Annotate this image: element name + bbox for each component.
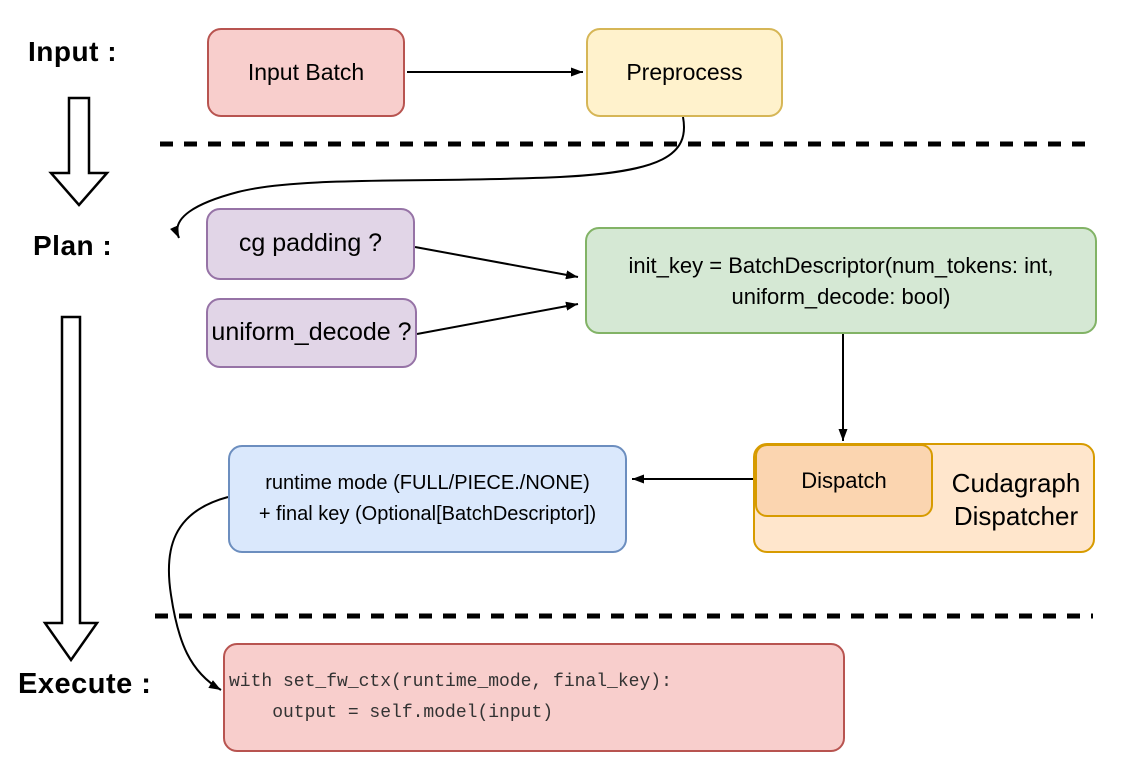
node-uniform-decode-label: uniform_decode ? [211,318,412,347]
node-preprocess-label: Preprocess [626,58,743,85]
arrow-cgpadding-to-initkey [414,246,579,280]
node-preprocess: Preprocess [586,28,783,117]
node-cg-padding: cg padding ? [206,208,415,280]
node-uniform-decode: uniform_decode ? [206,298,417,368]
node-execute-code: with set_fw_ctx(runtime_mode, final_key)… [223,643,845,752]
arrow-preprocess-to-cgpadding [169,116,685,239]
node-dispatch: Dispatch [755,444,933,517]
node-runtime-mode-line1: runtime mode (FULL/PIECE./NONE) [265,472,590,494]
arrow-uniformdecode-to-initkey [416,301,579,335]
execute-code-line1: with set_fw_ctx(runtime_mode, final_key)… [229,671,672,692]
node-runtime-mode: runtime mode (FULL/PIECE./NONE) + final … [228,445,627,553]
node-input-batch: Input Batch [207,28,405,117]
phase-label-execute: Execute : [18,668,152,700]
arrow-runtimemode-to-execute [167,496,229,691]
phase-label-plan: Plan : [33,230,113,261]
node-dispatch-label: Dispatch [801,467,887,493]
node-cudagraph-dispatcher-line2: Dispatcher [953,501,1079,531]
node-cudagraph-dispatcher-label: Cudagraph Dispatcher [935,445,1097,555]
node-runtime-mode-line2: + final key (Optional[BatchDescriptor]) [258,503,597,525]
phase-label-input: Input : [28,36,118,67]
phase-arrow-input-to-plan [48,96,110,207]
node-cudagraph-dispatcher-line1: Cudagraph [951,468,1081,498]
node-init-key-line1: init_key = BatchDescriptor(num_tokens: i… [628,252,1054,278]
node-input-batch-label: Input Batch [247,58,365,85]
node-init-key-line2: uniform_decode: bool) [731,283,951,309]
node-cg-padding-label: cg padding ? [238,229,383,258]
execute-code-line2: output = self.model(input) [229,702,554,723]
node-init-key: init_key = BatchDescriptor(num_tokens: i… [585,227,1097,334]
phase-arrow-plan-to-execute [42,315,100,663]
